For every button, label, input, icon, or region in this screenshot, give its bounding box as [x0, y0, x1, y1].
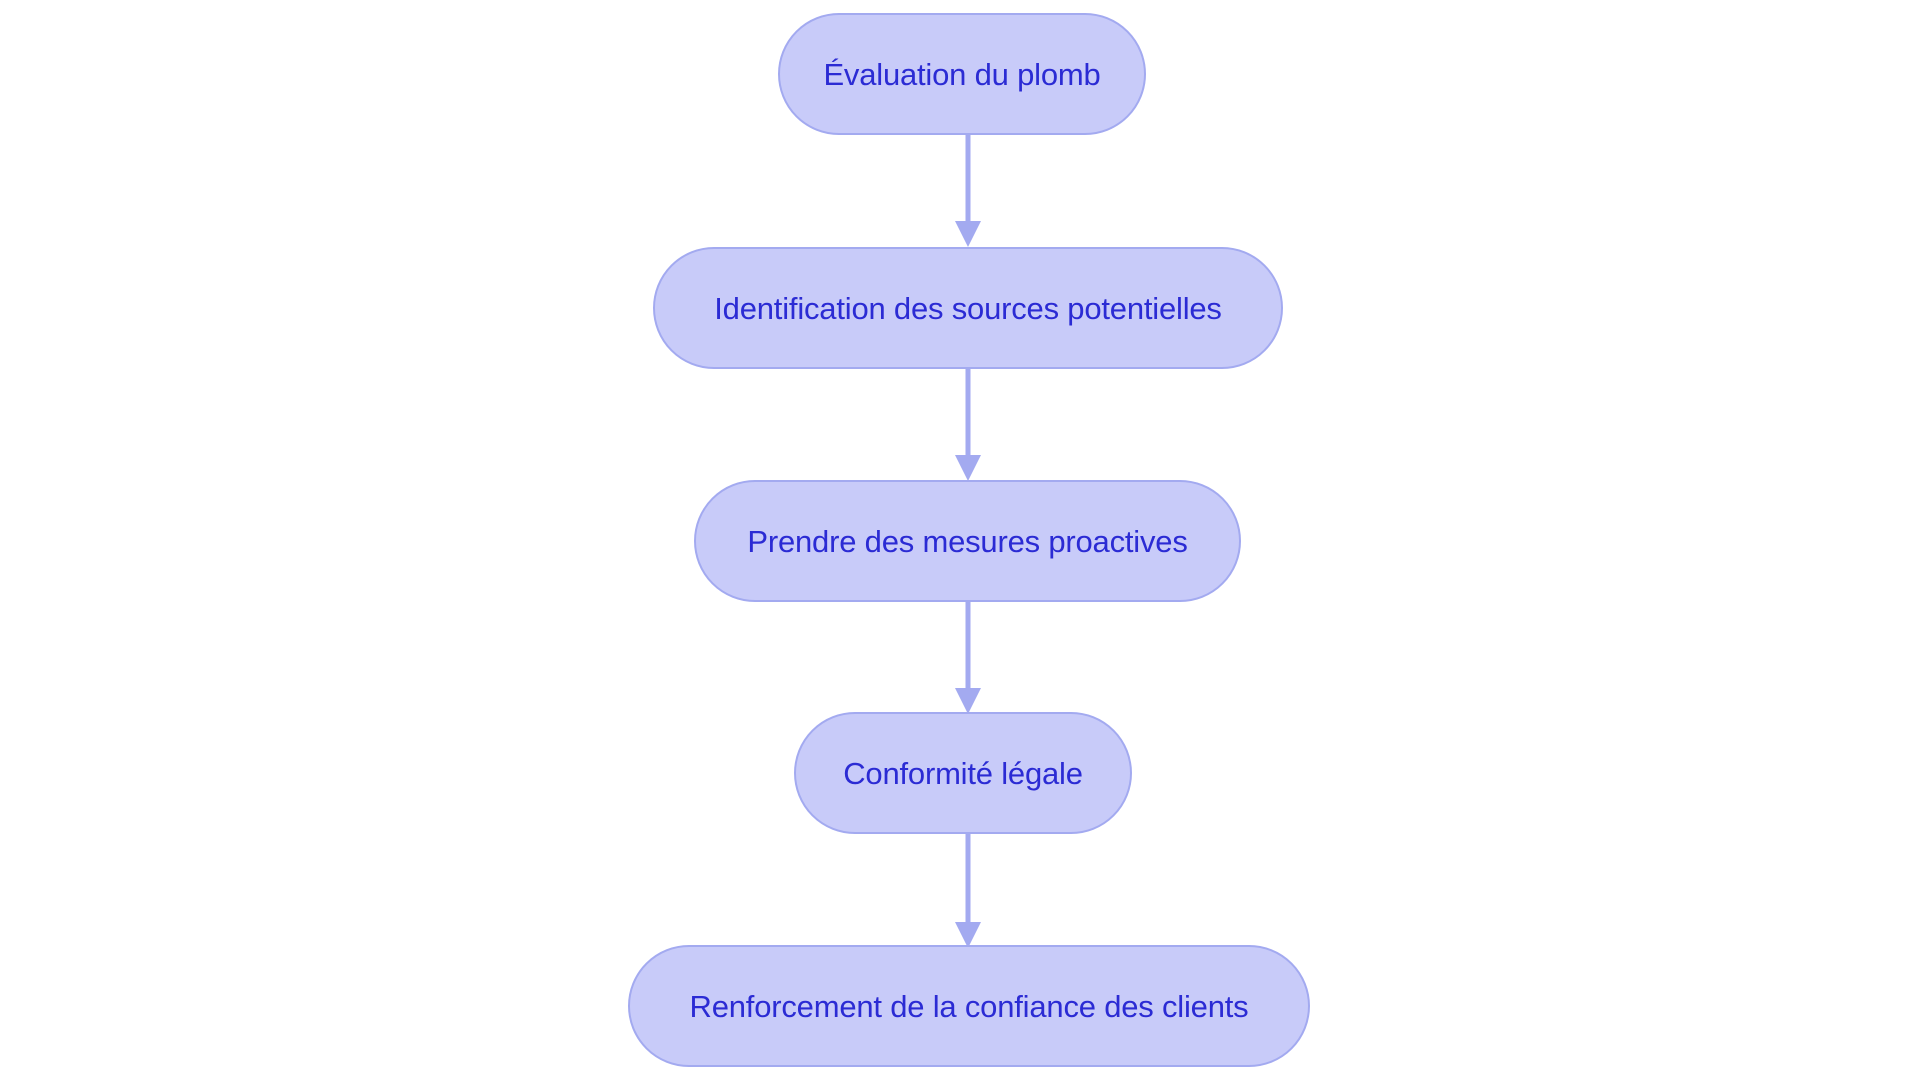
- flow-node-label: Identification des sources potentielles: [714, 290, 1222, 326]
- edge-node3-to-node4: [950, 600, 986, 716]
- flow-node-label: Prendre des mesures proactives: [747, 523, 1188, 559]
- flow-node-label: Conformité légale: [843, 755, 1083, 791]
- arrowhead-icon: [955, 688, 981, 714]
- flow-node-evaluation-du-plomb[interactable]: Évaluation du plomb: [778, 13, 1146, 135]
- arrowhead-icon: [955, 455, 981, 481]
- arrowhead-icon: [955, 221, 981, 247]
- edge-node4-to-node5: [950, 832, 986, 950]
- flow-node-renforcement-de-la-confiance-des-clients[interactable]: Renforcement de la confiance des clients: [628, 945, 1310, 1067]
- flow-node-prendre-des-mesures-proactives[interactable]: Prendre des mesures proactives: [694, 480, 1241, 602]
- arrowhead-icon: [955, 922, 981, 948]
- flow-node-label: Renforcement de la confiance des clients: [689, 988, 1249, 1024]
- edge-node2-to-node3: [950, 367, 986, 483]
- edge-node1-to-node2: [950, 133, 986, 249]
- flow-node-identification-des-sources-potentielles[interactable]: Identification des sources potentielles: [653, 247, 1283, 369]
- flow-node-conformite-legale[interactable]: Conformité légale: [794, 712, 1132, 834]
- flow-node-label: Évaluation du plomb: [823, 56, 1101, 92]
